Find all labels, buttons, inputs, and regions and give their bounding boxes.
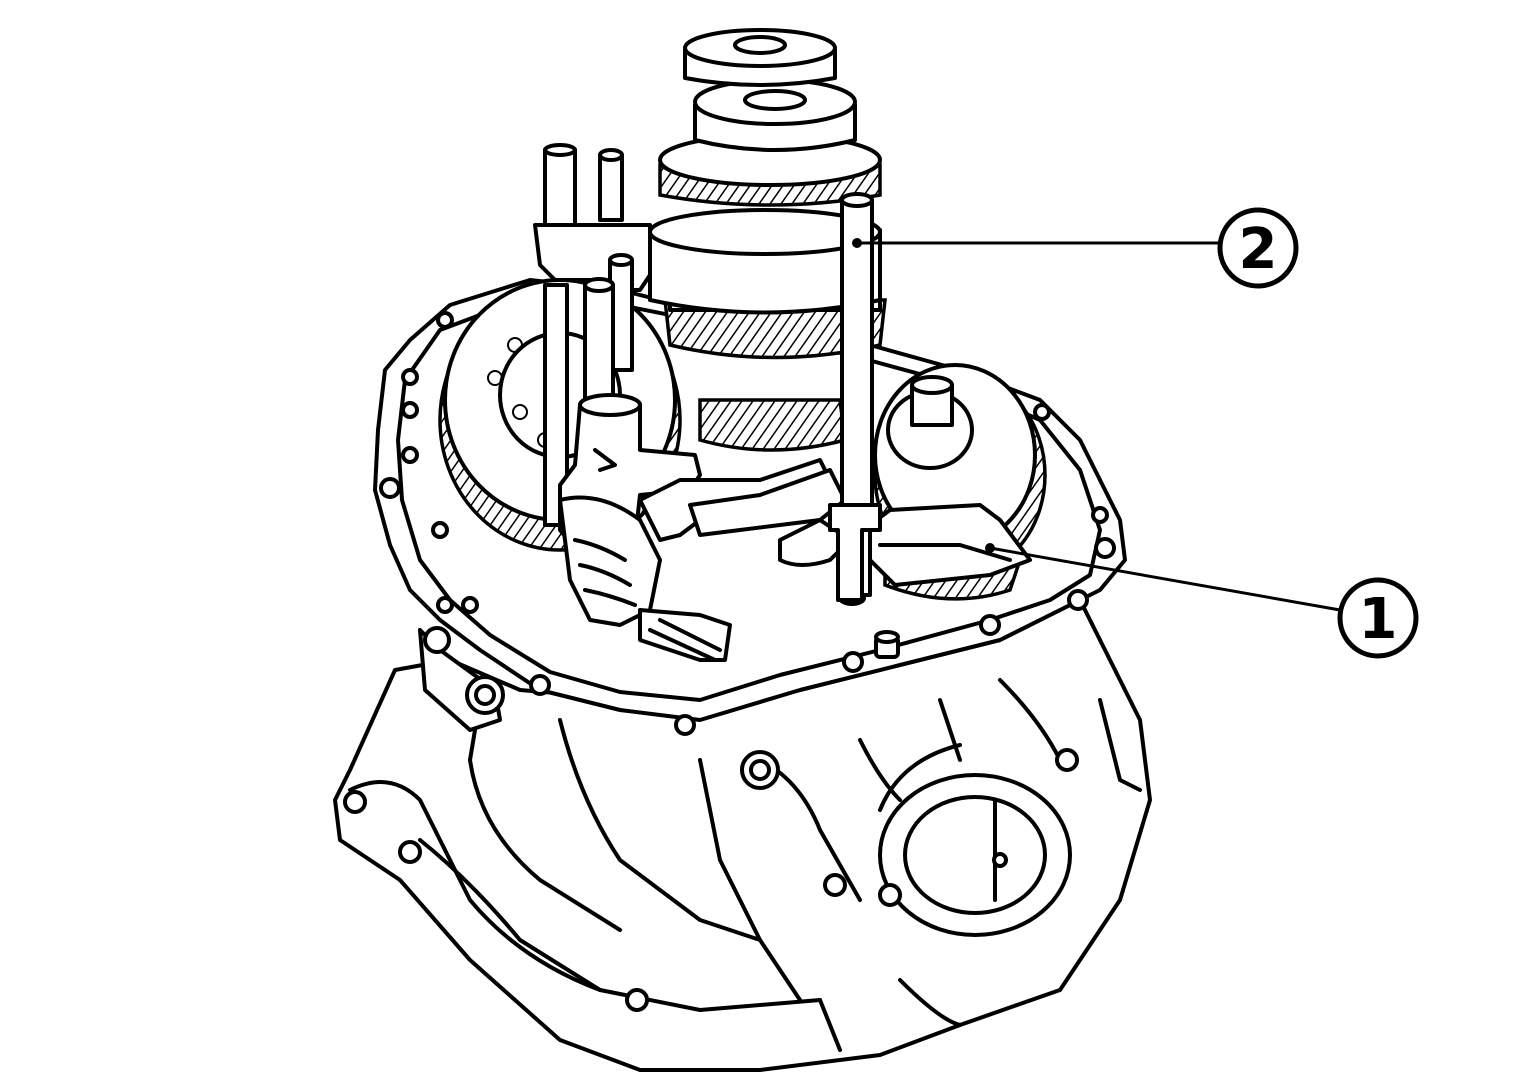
callout-1-label: 1 — [1359, 587, 1398, 652]
transmission-case — [333, 598, 1152, 1072]
callout-2: 2 — [852, 207, 1299, 289]
callout-2-label: 2 — [1239, 217, 1278, 282]
shift-bracket — [533, 143, 652, 527]
mainshaft-gears — [648, 28, 887, 452]
part-2-shift-rod — [828, 192, 882, 602]
callout-1: 1 — [985, 543, 1419, 659]
shift-fork-assembly — [558, 393, 852, 662]
